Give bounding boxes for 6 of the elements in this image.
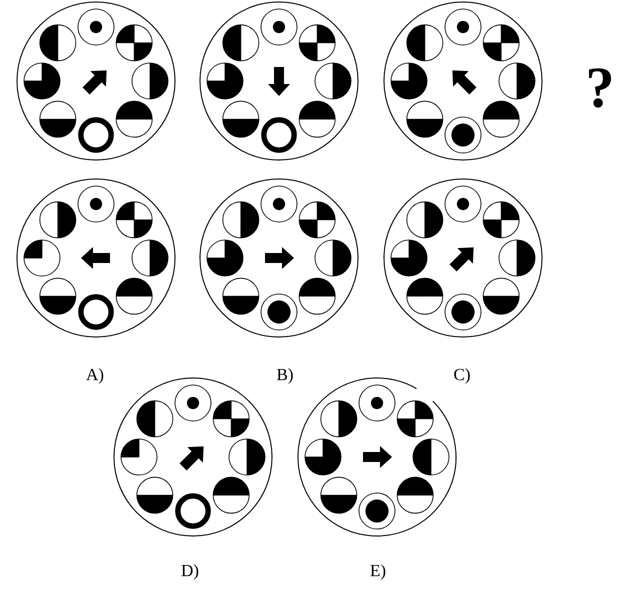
option-label: C): [454, 368, 470, 384]
question-mark: ?: [589, 68, 612, 108]
option-label: B): [277, 368, 293, 384]
option-label: E): [370, 564, 386, 580]
option-label: D): [182, 564, 198, 580]
option-label: A): [86, 368, 104, 384]
